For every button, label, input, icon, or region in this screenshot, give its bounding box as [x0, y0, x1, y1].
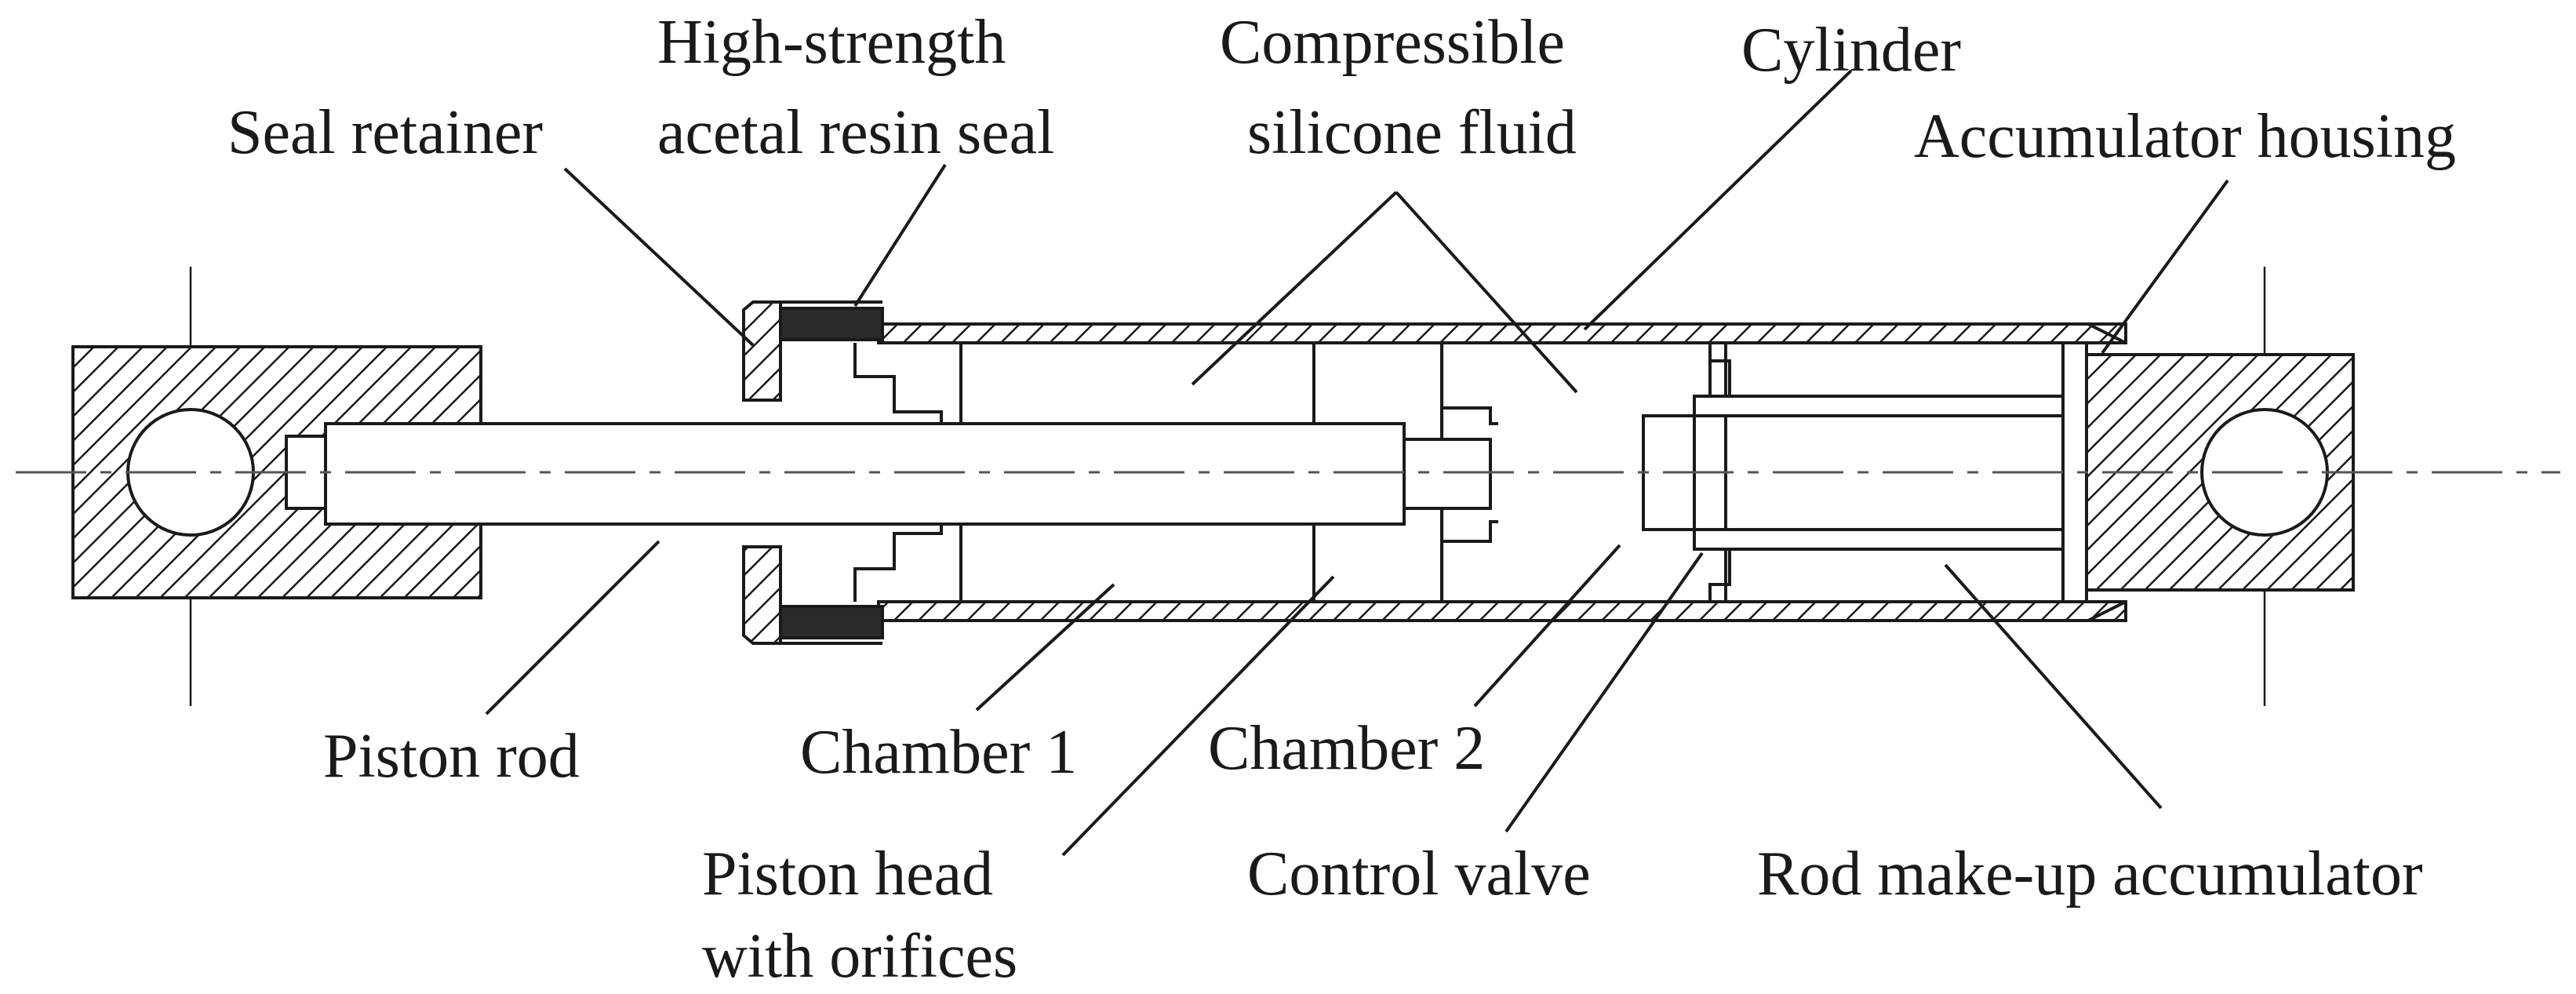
label-piston-head-line1: Piston head — [702, 839, 993, 908]
label-accumulator-housing: Accumulator housing — [1914, 102, 2456, 171]
label-seal-line1: High-strength — [657, 8, 1006, 77]
label-rod-accumulator: Rod make-up accumulator — [1757, 839, 2423, 908]
label-piston-head-line2: with orifices — [702, 922, 1017, 991]
label-chamber-1: Chamber 1 — [800, 718, 1077, 787]
piston-rod — [324, 422, 1492, 526]
leader-lines — [485, 69, 2229, 857]
label-cylinder: Cylinder — [1741, 16, 1961, 85]
label-fluid-line1: Compressible — [1220, 8, 1565, 77]
label-seal-retainer: Seal retainer — [227, 98, 543, 167]
label-piston-rod: Piston rod — [323, 722, 580, 791]
label-seal-line2: acetal resin seal — [657, 98, 1054, 167]
acetal-resin-seal — [779, 300, 884, 645]
seal-retainer — [742, 300, 782, 645]
cylinder-tube — [877, 322, 2127, 622]
label-control-valve: Control valve — [1247, 839, 1591, 908]
label-chamber-2: Chamber 2 — [1208, 714, 1485, 783]
label-fluid-line2: silicone fluid — [1247, 98, 1577, 167]
